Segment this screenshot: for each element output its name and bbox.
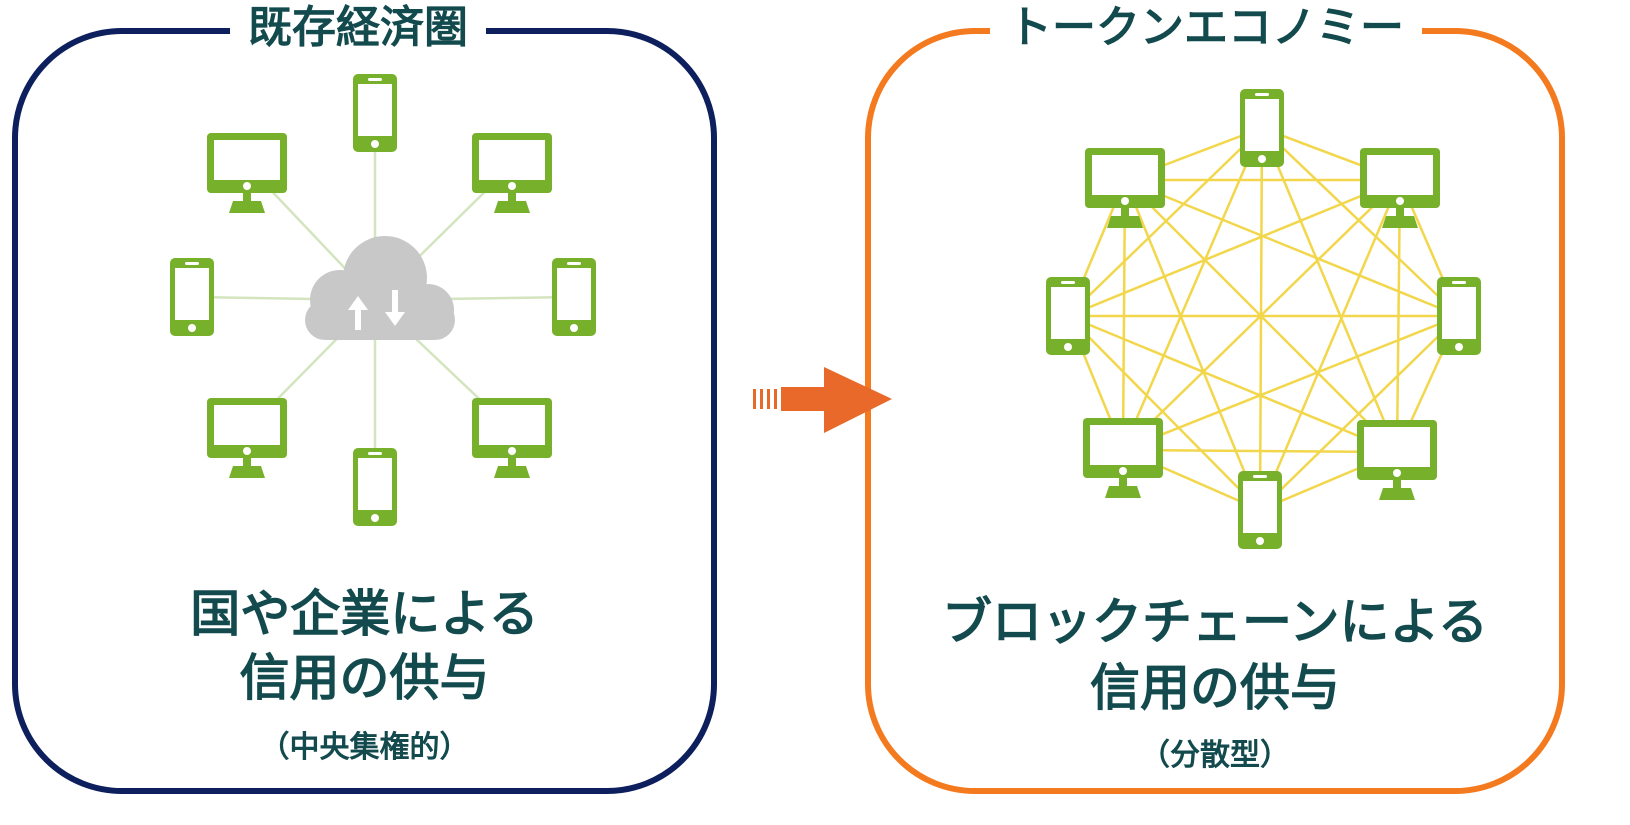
centralized-devices: [170, 74, 596, 526]
blockchain-nodes: [1046, 89, 1481, 549]
token-economy-caption-line2: 信用の供与: [1090, 659, 1340, 717]
token-economy-caption-sub: （分散型）: [1140, 738, 1290, 773]
monitor-icon: [207, 398, 287, 478]
monitor-icon: [207, 133, 287, 213]
monitor-icon: [472, 133, 552, 213]
centralized-caption-line2: 信用の供与: [239, 649, 490, 707]
centralized-economy-panel: [12, 28, 717, 794]
monitor-icon: [1357, 420, 1437, 500]
token-economy-title: トークンエコノミー: [990, 2, 1422, 54]
centralized-economy-title: 既存経済圏: [230, 2, 486, 54]
smartphone-icon: [1437, 277, 1481, 355]
centralized-caption-line1: 国や企業による: [190, 585, 539, 643]
smartphone-icon: [1046, 277, 1090, 355]
smartphone-icon: [353, 448, 397, 526]
token-economy-panel: [865, 28, 1565, 794]
smartphone-icon: [1238, 471, 1282, 549]
smartphone-icon: [1240, 89, 1284, 167]
transition-arrow: [753, 367, 892, 433]
monitor-icon: [1085, 148, 1165, 228]
monitor-icon: [1360, 148, 1440, 228]
blockchain-mesh-links: [1066, 126, 1461, 512]
monitor-icon: [1083, 418, 1163, 498]
monitor-icon: [472, 398, 552, 478]
smartphone-icon: [353, 74, 397, 152]
smartphone-icon: [552, 258, 596, 336]
smartphone-icon: [170, 258, 214, 336]
token-economy-caption-line1: ブロックチェーンによる: [942, 593, 1488, 651]
centralized-caption-sub: （中央集権的）: [259, 730, 470, 765]
cloud-sync-icon: [305, 236, 455, 340]
